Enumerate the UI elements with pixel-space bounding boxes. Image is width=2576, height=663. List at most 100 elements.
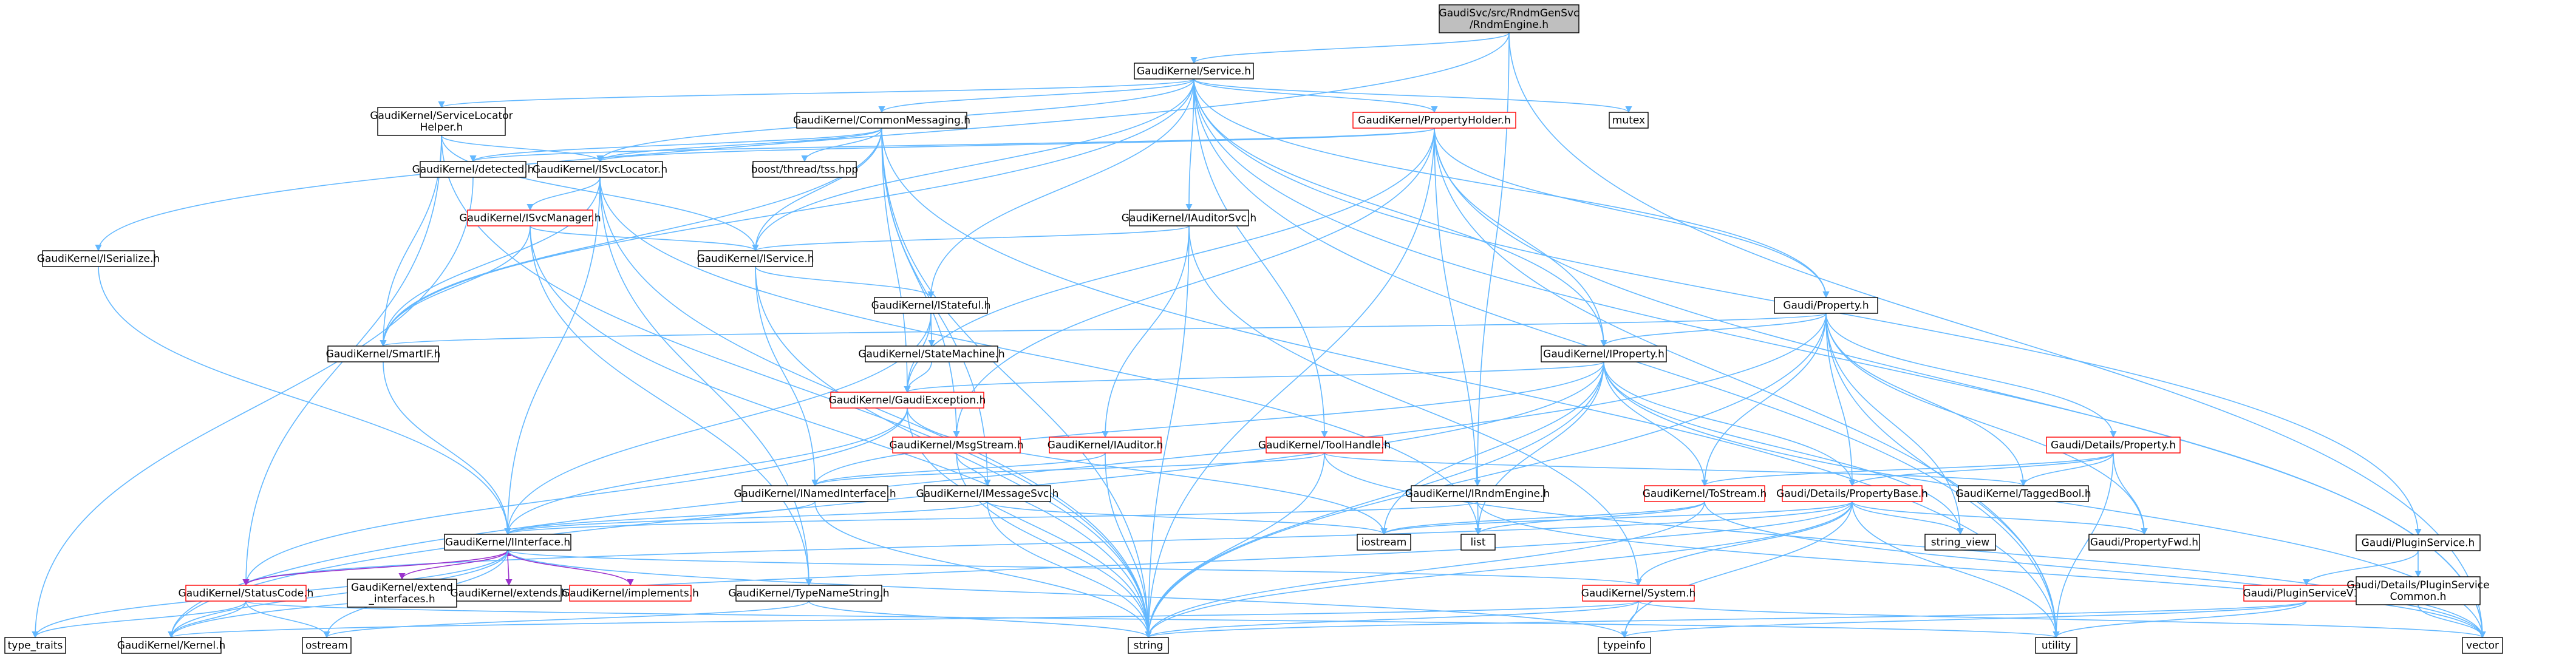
node-box[interactable]: [2462, 637, 2503, 654]
node-isvclocator[interactable]: GaudiKernel/ISvcLocator.h: [533, 161, 667, 178]
node-msgstream[interactable]: GaudiKernel/MsgStream.h: [889, 437, 1024, 454]
node-root[interactable]: GaudiSvc/src/RndmGenSvc/RndmEngine.h: [1439, 4, 1579, 33]
node-box[interactable]: [569, 585, 692, 602]
node-box[interactable]: [2088, 534, 2200, 551]
node-box[interactable]: [1782, 485, 1923, 502]
node-box[interactable]: [892, 437, 1021, 454]
node-box[interactable]: [456, 585, 562, 602]
node-mutex[interactable]: mutex: [1609, 112, 1649, 129]
node-type_traits[interactable]: type_traits: [4, 637, 66, 654]
node-box[interactable]: [2243, 585, 2370, 602]
node-box[interactable]: [1439, 4, 1579, 33]
node-propertyholder[interactable]: GaudiKernel/PropertyHolder.h: [1352, 112, 1516, 129]
node-utility[interactable]: utility: [2035, 637, 2077, 654]
node-imessagesvc[interactable]: GaudiKernel/IMessageSvc.h: [916, 485, 1059, 502]
node-box[interactable]: [874, 297, 988, 314]
node-box[interactable]: [924, 485, 1051, 502]
node-box[interactable]: [1958, 485, 2089, 502]
node-string_view[interactable]: string_view: [1924, 534, 1996, 551]
node-typenamestring[interactable]: GaudiKernel/TypeNameString.h: [728, 585, 890, 602]
node-iauditor[interactable]: GaudiKernel/IAuditor.h: [1048, 437, 1164, 454]
node-box[interactable]: [2356, 534, 2481, 551]
node-box[interactable]: [420, 161, 526, 178]
node-box[interactable]: [302, 637, 352, 654]
node-box[interactable]: [1352, 112, 1516, 129]
node-box[interactable]: [185, 585, 307, 602]
node-box[interactable]: [830, 392, 984, 409]
node-inamedinterface[interactable]: GaudiKernel/INamedInterface.h: [734, 485, 896, 502]
node-toolhandle[interactable]: GaudiKernel/ToolHandle.h: [1258, 437, 1391, 454]
node-detected[interactable]: GaudiKernel/detected.h: [412, 161, 534, 178]
node-box[interactable]: [2356, 576, 2481, 605]
node-box[interactable]: [698, 250, 813, 267]
node-box[interactable]: [1049, 437, 1162, 454]
node-tostream[interactable]: GaudiKernel/ToStream.h: [1643, 485, 1767, 502]
node-statemachine[interactable]: GaudiKernel/StateMachine.h: [858, 345, 1005, 362]
node-kernelinterfaces[interactable]: GaudiKernel/extend_interfaces.h: [347, 579, 457, 608]
node-gaudiexception[interactable]: GaudiKernel/GaudiException.h: [829, 392, 986, 409]
node-box[interactable]: [2035, 637, 2077, 654]
node-box[interactable]: [741, 485, 888, 502]
node-box[interactable]: [121, 637, 222, 654]
node-istateful[interactable]: GaudiKernel/IStateful.h: [871, 297, 991, 314]
node-ostream[interactable]: ostream: [302, 637, 352, 654]
node-box[interactable]: [1134, 63, 1254, 80]
node-iinterface[interactable]: GaudiKernel/IInterface.h: [444, 534, 571, 551]
node-box[interactable]: [444, 534, 571, 551]
node-iserialize[interactable]: GaudiKernel/ISerialize.h: [37, 250, 160, 267]
node-box[interactable]: [327, 345, 439, 362]
node-box[interactable]: [1129, 209, 1249, 226]
node-box[interactable]: [1411, 485, 1544, 502]
node-tss[interactable]: boost/thread/tss.hpp: [751, 161, 858, 178]
node-box[interactable]: [796, 112, 967, 129]
node-typeinfo[interactable]: typeinfo: [1598, 637, 1651, 654]
node-detailsproperty[interactable]: Gaudi/Details/Property.h: [2046, 437, 2181, 454]
node-box[interactable]: [1582, 585, 1695, 602]
node-box[interactable]: [467, 209, 593, 226]
node-kernel[interactable]: GaudiKernel/Kernel.h: [117, 637, 226, 654]
node-box[interactable]: [42, 250, 155, 267]
node-box[interactable]: [377, 107, 506, 136]
node-irndmengine[interactable]: GaudiKernel/IRndmEngine.h: [1405, 485, 1550, 502]
node-vector[interactable]: vector: [2462, 637, 2503, 654]
node-box[interactable]: [1774, 297, 1878, 314]
node-box[interactable]: [347, 579, 457, 608]
node-isvcmanager[interactable]: GaudiKernel/ISvcManager.h: [459, 209, 601, 226]
node-box[interactable]: [1609, 112, 1649, 129]
node-iostream[interactable]: iostream: [1357, 534, 1411, 551]
node-box[interactable]: [1541, 345, 1667, 362]
node-box[interactable]: [752, 161, 857, 178]
node-propertybase[interactable]: Gaudi/Details/PropertyBase.h: [1776, 485, 1928, 502]
node-box[interactable]: [1128, 637, 1169, 654]
node-propertyfwd[interactable]: Gaudi/PropertyFwd.h: [2088, 534, 2200, 551]
node-implements[interactable]: GaudiKernel/implements.h: [562, 585, 699, 602]
node-box[interactable]: [1924, 534, 1996, 551]
node-box[interactable]: [1644, 485, 1765, 502]
node-iauditorsvc[interactable]: GaudiKernel/IAuditorSvc.h: [1122, 209, 1256, 226]
node-property[interactable]: Gaudi/Property.h: [1774, 297, 1878, 314]
node-commonmessaging[interactable]: GaudiKernel/CommonMessaging.h: [793, 112, 970, 129]
node-system[interactable]: GaudiKernel/System.h: [1581, 585, 1696, 602]
node-iservice[interactable]: GaudiKernel/IService.h: [697, 250, 814, 267]
node-extends[interactable]: GaudiKernel/extends.h: [451, 585, 568, 602]
node-statuscode[interactable]: GaudiKernel/StatusCode.h: [179, 585, 314, 602]
node-service[interactable]: GaudiKernel/Service.h: [1134, 63, 1254, 80]
node-taggedbool[interactable]: GaudiKernel/TaggedBool.h: [1955, 485, 2091, 502]
node-box[interactable]: [4, 637, 66, 654]
node-string[interactable]: string: [1128, 637, 1169, 654]
node-smartif[interactable]: GaudiKernel/SmartIF.h: [326, 345, 441, 362]
node-box[interactable]: [1357, 534, 1411, 551]
node-pluginservice[interactable]: Gaudi/PluginService.h: [2356, 534, 2481, 551]
node-box[interactable]: [1266, 437, 1383, 454]
node-box[interactable]: [2046, 437, 2181, 454]
node-box[interactable]: [537, 161, 663, 178]
node-box[interactable]: [735, 585, 882, 602]
node-box[interactable]: [865, 345, 998, 362]
node-box[interactable]: [1460, 534, 1496, 551]
node-box[interactable]: [1598, 637, 1651, 654]
node-iproperty[interactable]: GaudiKernel/IProperty.h: [1541, 345, 1667, 362]
node-pluginservicev1[interactable]: Gaudi/PluginServiceV1.h: [2243, 585, 2370, 602]
node-list[interactable]: list: [1460, 534, 1496, 551]
